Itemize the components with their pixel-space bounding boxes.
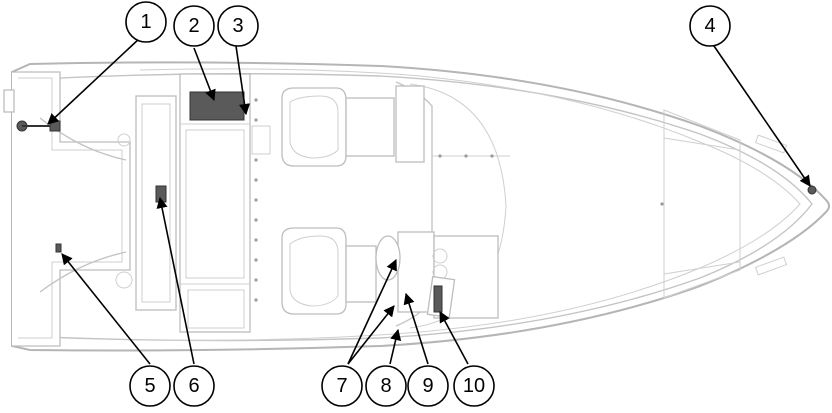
component-5 [55,243,62,253]
callout-9: 9 [407,365,449,407]
deck-fasteners [254,98,258,302]
steering-wheel [375,235,401,281]
callout-8-label: 8 [380,375,391,397]
callout-4-label: 4 [704,15,715,37]
leader-lines [47,37,811,365]
passenger-seat [281,87,395,167]
callout-10-label: 10 [463,375,485,397]
stern-bench [115,95,177,311]
callout-2-label: 2 [188,15,199,37]
callout-2: 2 [173,5,215,47]
callout-1-label: 1 [140,11,151,33]
callout-6-label: 6 [188,375,199,397]
component-4-bow-light [807,185,817,195]
component-10 [433,285,443,313]
components [16,120,817,313]
callout-8: 8 [365,365,407,407]
callout-7-label: 7 [336,375,347,397]
callout-7: 7 [321,365,363,407]
rear-deck [179,73,271,333]
driver-seat [281,227,377,315]
bow-deck [660,109,788,299]
callout-5-label: 5 [144,375,155,397]
callout-3-label: 3 [232,15,243,37]
callout-9-label: 9 [422,375,433,397]
callout-6: 6 [173,365,215,407]
callout-3: 3 [217,5,259,47]
callout-4: 4 [689,5,731,47]
battery-box [189,91,245,121]
helm-console [397,231,435,313]
callout-5: 5 [129,365,171,407]
callout-1: 1 [125,1,167,43]
callout-10: 10 [453,365,495,407]
